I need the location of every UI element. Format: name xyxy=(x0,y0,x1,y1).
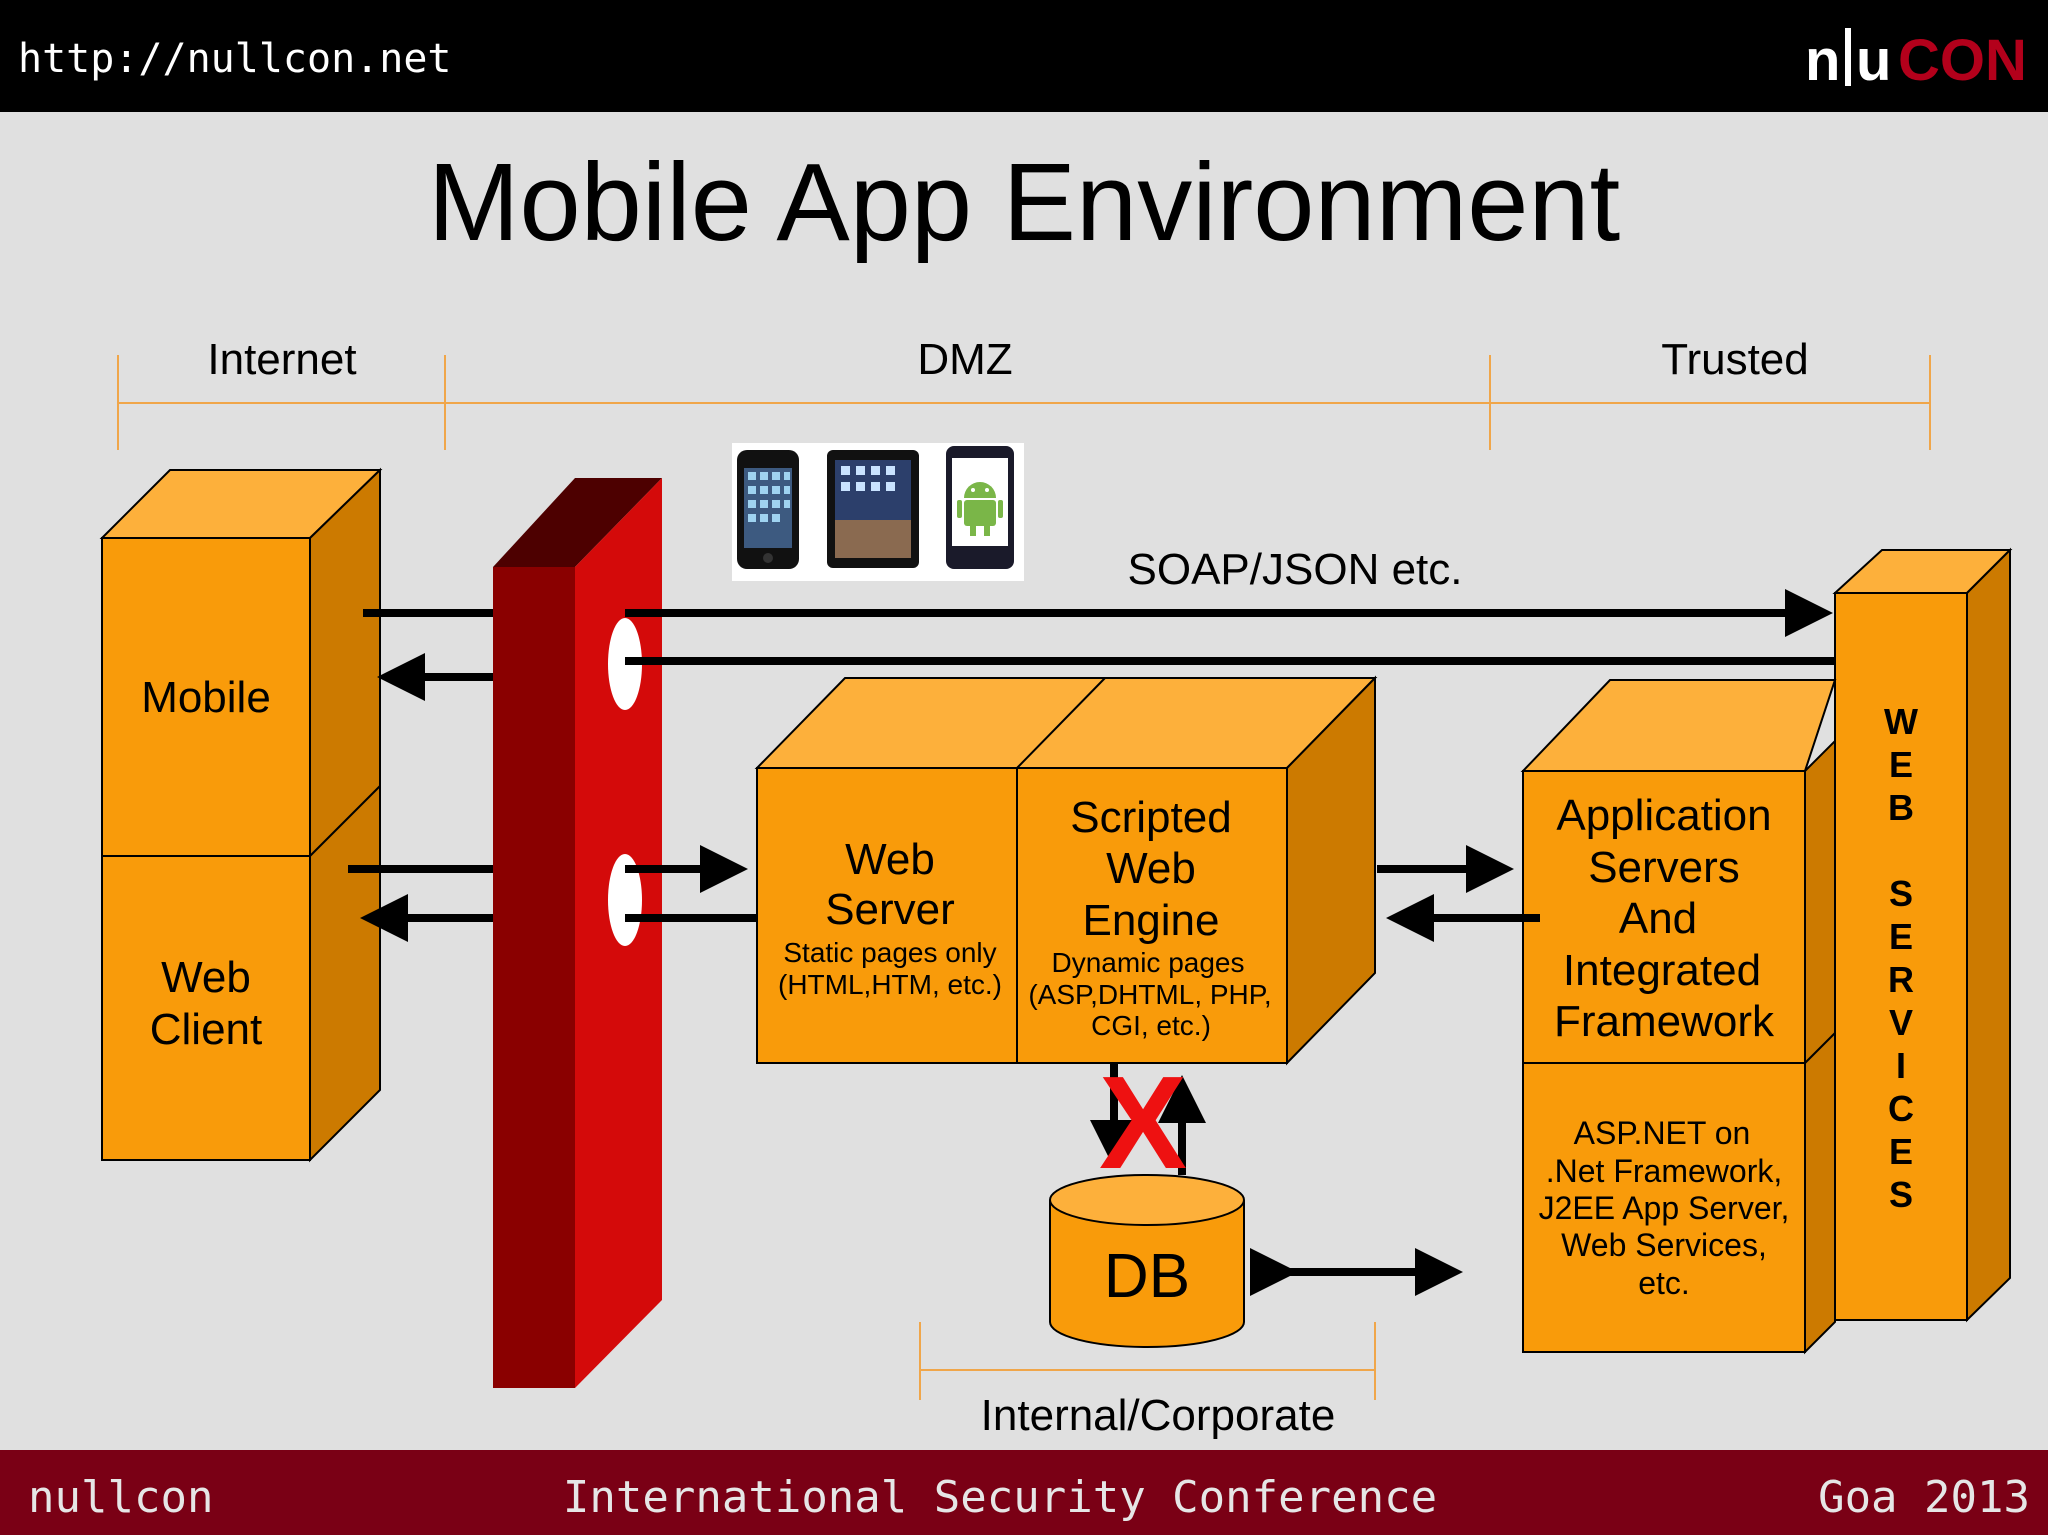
internal-bracket xyxy=(919,1322,1376,1400)
zone-bracket xyxy=(117,355,1931,450)
zone-internal-label: Internal/Corporate xyxy=(981,1391,1336,1440)
app-servers-sub-line3: J2EE App Server, xyxy=(1539,1190,1790,1226)
scripted-engine: Scripted Web Engine Dynamic pages (ASP,D… xyxy=(1028,793,1271,1041)
web-services-letter: B xyxy=(1888,787,1914,828)
app-servers-sub-line5: etc. xyxy=(1638,1265,1690,1301)
app-servers-title-line3: And xyxy=(1619,894,1697,943)
web-services-letter: E xyxy=(1889,916,1913,957)
app-servers-sub-line2: .Net Framework, xyxy=(1546,1153,1782,1189)
slide-title: Mobile App Environment xyxy=(428,141,1620,264)
zone-internet-label: Internet xyxy=(207,335,356,384)
zone-dmz-label: DMZ xyxy=(917,335,1012,384)
app-servers-title-line4: Integrated xyxy=(1563,946,1761,995)
protocol-label: SOAP/JSON etc. xyxy=(1128,545,1463,594)
nullcon-logo: n u CON xyxy=(1805,28,2027,93)
web-services-letter: I xyxy=(1896,1045,1906,1086)
web-server: Web Server Static pages only (HTML,HTM, … xyxy=(778,835,1002,1000)
footer-left: nullcon xyxy=(28,1472,213,1523)
logo-bar xyxy=(1845,28,1851,86)
web-services-box: W E B S E R V I C E S xyxy=(1832,547,2013,1323)
web-services-letter: E xyxy=(1889,744,1913,785)
engine-sub-line1: Dynamic pages xyxy=(1052,947,1245,978)
web-services-letter: S xyxy=(1889,873,1913,914)
firewall-port-bottom xyxy=(608,854,642,946)
web-client-label-line2: Client xyxy=(150,1005,263,1054)
web-services-letter: S xyxy=(1889,1174,1913,1215)
logo-part-n: n xyxy=(1805,28,1840,93)
app-servers-title-line5: Framework xyxy=(1554,997,1775,1046)
client-box: Mobile Web Client xyxy=(99,467,383,1163)
db-label: DB xyxy=(1104,1242,1190,1311)
web-services-letter: C xyxy=(1888,1088,1914,1129)
engine-title-line3: Engine xyxy=(1082,896,1219,945)
app-servers-sub-line4: Web Services, xyxy=(1561,1227,1767,1263)
web-services-letter: R xyxy=(1888,959,1914,1000)
app-servers-sub-line1: ASP.NET on xyxy=(1574,1115,1751,1151)
engine-title-line2: Web xyxy=(1106,844,1196,893)
app-servers-title-line1: Application xyxy=(1556,791,1771,840)
android-phone-icon xyxy=(946,446,1014,569)
web-services-letter: W xyxy=(1884,701,1918,742)
logo-part-con: CON xyxy=(1898,28,2027,93)
header-bar xyxy=(0,0,2048,112)
device-images xyxy=(732,443,1024,581)
footer-bar xyxy=(0,1450,2048,1535)
zone-trusted-label: Trusted xyxy=(1661,335,1809,384)
web-client-label-line1: Web xyxy=(161,953,251,1002)
footer-right: Goa 2013 xyxy=(1818,1472,2030,1523)
web-server-title-line1: Web xyxy=(845,835,935,884)
firewall xyxy=(493,478,662,1388)
engine-sub-line3: CGI, etc.) xyxy=(1091,1010,1211,1041)
web-server-sub-line1: Static pages only xyxy=(783,937,996,968)
footer-center: International Security Conference xyxy=(563,1472,1437,1523)
blocked-x-mark: X xyxy=(1099,1049,1187,1196)
app-servers-title-line2: Servers xyxy=(1588,843,1740,892)
header-url[interactable]: http://nullcon.net xyxy=(18,36,451,82)
web-tier-box: Web Server Static pages only (HTML,HTM, … xyxy=(754,675,1378,1066)
iphone-icon xyxy=(737,450,799,569)
engine-sub-line2: (ASP,DHTML, PHP, xyxy=(1028,979,1271,1010)
web-server-title-line2: Server xyxy=(825,885,955,934)
web-server-sub-line2: (HTML,HTM, etc.) xyxy=(778,969,1002,1000)
engine-title-line1: Scripted xyxy=(1070,793,1231,842)
database: DB xyxy=(1049,1174,1245,1348)
ipad-icon xyxy=(827,450,919,568)
mobile-label: Mobile xyxy=(141,673,271,722)
web-services-letter: V xyxy=(1889,1002,1913,1043)
web-services-letter: E xyxy=(1889,1131,1913,1172)
app-servers-box: Application Servers And Integrated Frame… xyxy=(1520,679,1837,1355)
logo-part-u: u xyxy=(1856,28,1891,93)
connection-arrows xyxy=(348,589,1835,1296)
